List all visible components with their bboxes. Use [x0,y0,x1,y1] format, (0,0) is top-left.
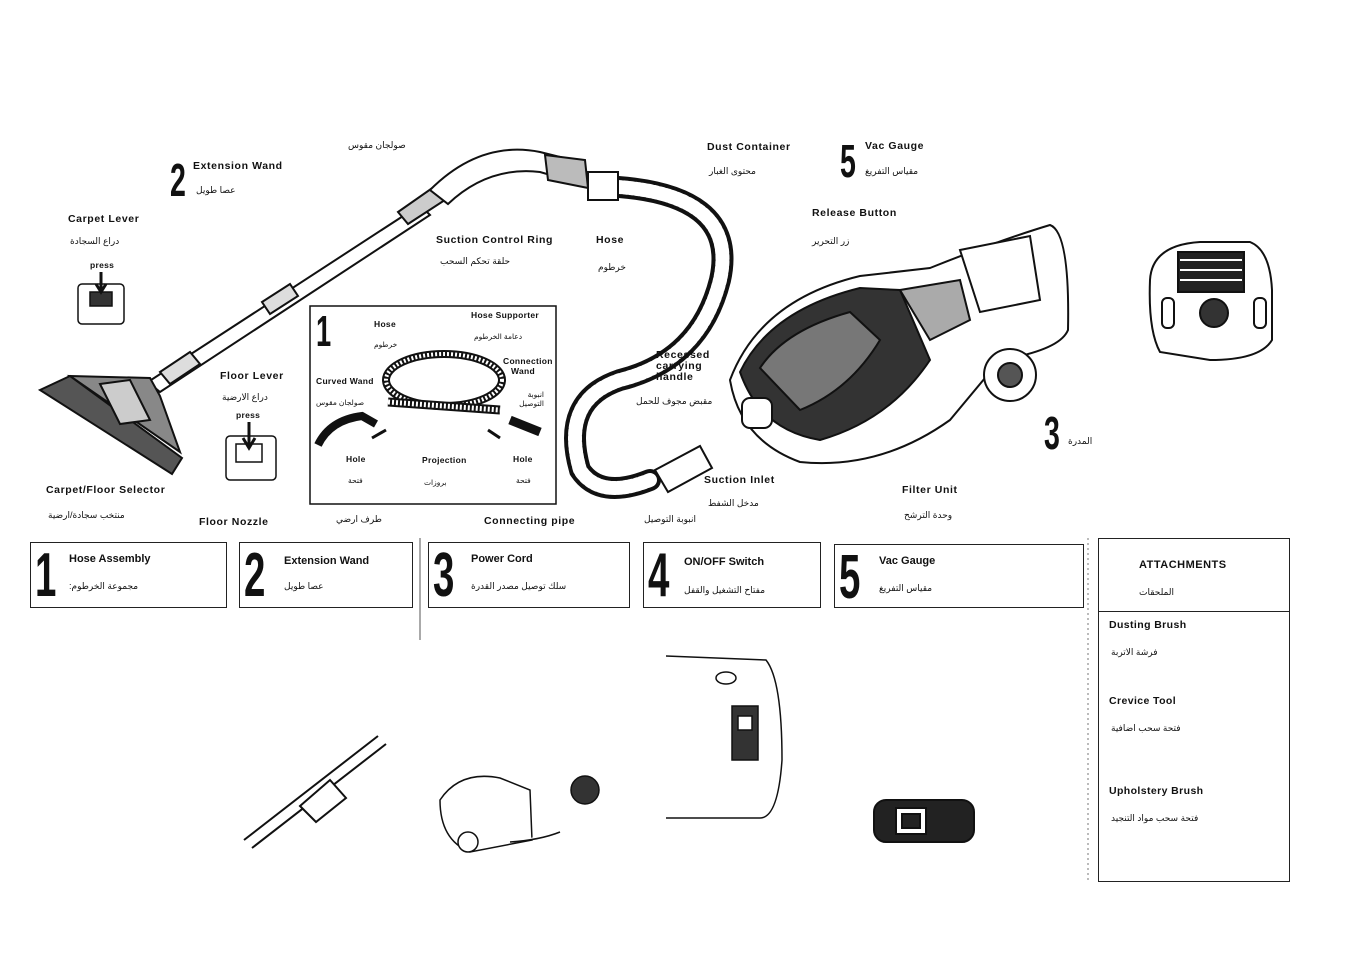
step-number: 1 [35,541,57,610]
step-number: 5 [839,543,861,612]
power-cord-number: 3 [1044,407,1060,459]
carpet-floor-selector-label-ar: منتخب سجادة/ارضية [48,510,125,520]
step-title-ar: عصا طويل [284,581,324,591]
attachments-title-ar: الملحقات [1139,587,1175,597]
step-title: ON/OFF Switch [684,556,765,568]
curved-wand-label-ar: صولجان مقوس [348,140,406,150]
connecting-pipe-label: Connecting pipe [484,515,576,527]
extension-wand-connect-sketch [243,735,387,849]
extension-wand-label: Extension Wand [193,160,283,172]
step-box-hose-assembly: 1 Hose Assembly مجموعة الخرطوم: [30,542,227,608]
floor-lever-label-ar: دراع الارضية [222,392,268,402]
inset-hose-label-ar: خرطوم [374,340,398,349]
step-number: 3 [433,541,455,610]
extension-wand-label-ar: عصا طويل [196,185,236,195]
inset-projection-label-ar: بروزات [424,478,447,487]
inset-hole-left-label: Hole [346,454,366,464]
step-title: Vac Gauge [879,555,936,567]
dust-container-label-ar: محتوى الغبار [709,166,756,176]
recessed-handle-label-ar: مقبض مجوف للحمل [636,396,713,406]
hose-label: Hose [596,234,625,246]
step-title-ar: مفتاح التشغيل والقفل [684,585,766,595]
step-box-extension-wand: 2 Extension Wand عصا طويل [239,542,413,608]
attachment-crevice-tool-label-ar: فتحة سحب اضافية [1111,723,1181,733]
step-box-vac-gauge: 5 Vac Gauge مقياس التفريغ [834,543,1084,612]
filter-unit-label-ar: وحدة الترشح [904,510,953,520]
recessed-handle-line2: carrying [656,360,703,372]
release-button-label-ar: زر التحرير [812,236,850,246]
attachment-crevice-tool-label: Crevice Tool [1109,695,1177,707]
power-cord-label-ar: المدرة [1068,436,1093,446]
floor-nozzle-drawing [37,374,184,476]
step-title: Extension Wand [284,555,370,567]
dust-container-label: Dust Container [707,141,791,153]
step-title: Power Cord [471,553,533,565]
filter-unit-label: Filter Unit [902,484,958,496]
inset-connection-wand-line2: Wand [511,366,536,376]
attachments-panel: ATTACHMENTS الملحقات Dusting Brush فرشة … [1098,538,1290,882]
step-title-ar: مجموعة الخرطوم: [69,581,139,591]
step-title: Hose Assembly [69,553,151,565]
attachment-dusting-brush-label: Dusting Brush [1109,619,1187,631]
inset-connection-wand-label: Connection Wand [503,356,553,376]
inset-hole-right-label: Hole [513,454,533,464]
inset-hole-left-label-ar: فتحة [348,476,363,485]
attachment-dusting-brush-label-ar: فرشة الاتربة [1111,647,1158,657]
carpet-lever-press-label: press [90,260,115,270]
inset-number: 1 [316,307,332,356]
carpet-lever-drawing [77,272,125,325]
inset-hose-supporter-label-ar: دعامة الخرطوم [474,332,523,341]
inset-connection-wand-label-ar: انبوبة التوصيل [519,390,544,408]
inset-curved-wand-label: Curved Wand [316,376,374,386]
connecting-pipe-label-ar: انبوبة التوصيل [644,514,696,524]
carpet-lever-label: Carpet Lever [68,213,140,225]
attachments-header: ATTACHMENTS الملحقات [1099,539,1289,612]
vac-gauge-number: 5 [840,135,856,187]
floor-lever-drawing [225,422,277,481]
floor-nozzle-label: Floor Nozzle [199,516,269,528]
carpet-floor-selector-label: Carpet/Floor Selector [46,484,166,496]
step-number: 2 [244,541,266,610]
inset-projection-label: Projection [422,455,467,465]
on-off-switch-sketch [665,655,783,819]
suction-inlet-label-ar: مدخل الشفط [708,498,759,508]
vac-gauge-sketch [873,799,975,843]
carpet-lever-label-ar: دراع السجادة [70,236,120,246]
extension-wand-number: 2 [170,154,186,206]
release-button-label: Release Button [812,207,897,219]
step-box-on-off-switch: 4 ON/OFF Switch مفتاح التشغيل والقفل [643,542,821,608]
hose-label-ar: خرطوم [598,262,626,272]
vac-gauge-label: Vac Gauge [865,140,925,152]
inset-hole-right-label-ar: فتحة [516,476,531,485]
suction-inlet-label: Suction Inlet [704,474,775,486]
inset-hose-label: Hose [374,319,396,329]
recessed-handle-line1: Recessed [656,349,710,361]
inset-hose-coil-drawing [314,350,542,447]
attachments-title: ATTACHMENTS [1139,559,1227,571]
step-title-ar: مقياس التفريغ [879,583,933,593]
recessed-handle-label: Recessed carrying handle [656,350,710,383]
floor-nozzle-label-ar: طرف ارضي [336,514,382,524]
vacuum-back-view-drawing [1148,241,1273,362]
floor-lever-label: Floor Lever [220,370,284,382]
suction-control-ring-label: Suction Control Ring [436,234,553,246]
step-title-ar: سلك توصيل مصدر القدرة [471,581,567,591]
vac-gauge-label-ar: مقياس التفريغ [865,166,919,176]
power-cord-sketch [439,775,600,853]
extension-wand-drawing [146,148,590,394]
inset-connection-wand-line1: Connection [503,356,553,366]
attachment-upholstery-brush-label-ar: فتحة سحب مواد التنجيد [1111,813,1199,823]
recessed-handle-line3: handle [656,371,694,383]
main-hose-drawing [564,171,734,499]
step-number: 4 [648,541,670,610]
attachment-upholstery-brush-label: Upholstery Brush [1109,785,1204,797]
floor-lever-press-label: press [236,410,261,420]
step-box-power-cord: 3 Power Cord سلك توصيل مصدر القدرة [428,542,630,608]
suction-control-ring-label-ar: حلقة تحكم السحب [440,256,511,266]
vacuum-body-drawing [728,223,1070,465]
inset-curved-wand-label-ar: صولجان مقوس [316,398,365,407]
inset-hose-supporter-label: Hose Supporter [471,310,539,320]
